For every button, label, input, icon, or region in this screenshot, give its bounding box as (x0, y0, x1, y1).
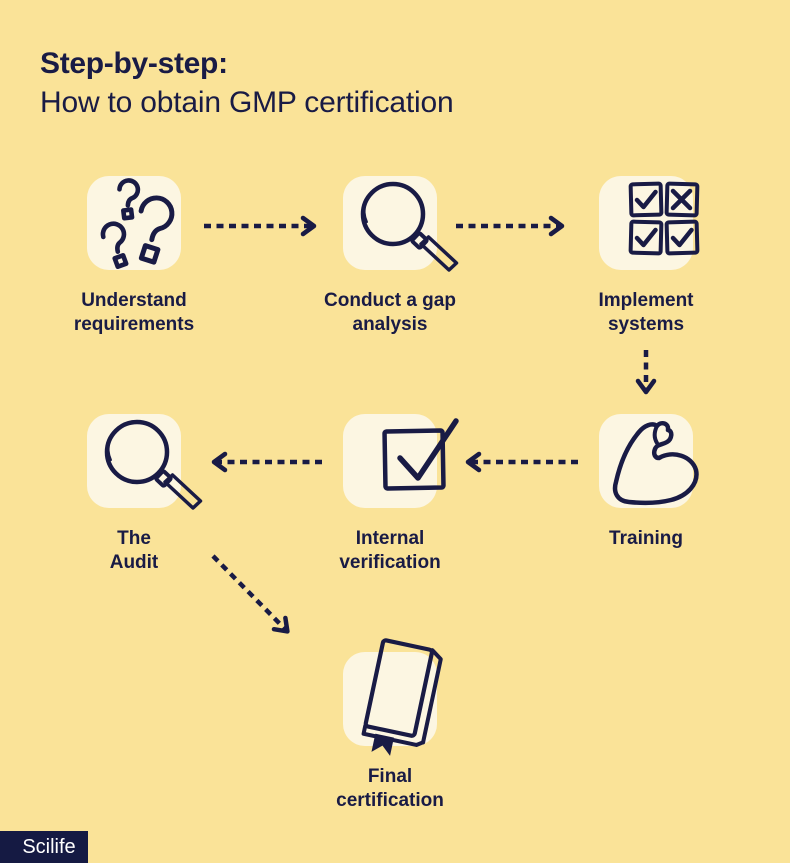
step-the-audit: The Audit (24, 414, 244, 575)
step-label: Internal verification (339, 528, 441, 573)
question-marks-icon (87, 176, 181, 270)
step-label: Conduct a gap analysis (324, 290, 456, 335)
magnifier-icon (87, 414, 203, 510)
step-internal-verification: Internal verification (280, 414, 500, 575)
step-label: Training (609, 528, 683, 549)
step-understand-requirements: Understand requirements (24, 176, 244, 337)
title-line-bold: Step-by-step: (40, 47, 228, 80)
certificate-book-icon (343, 638, 443, 756)
step-label: Implement systems (598, 290, 694, 335)
step-conduct-gap-analysis: Conduct a gap analysis (280, 176, 500, 337)
step-label: Understand requirements (73, 290, 195, 335)
checkbox-check-icon (343, 414, 459, 508)
step-label: Final certification (336, 766, 444, 811)
step-implement-systems: Implement systems (536, 176, 756, 337)
bicep-icon (599, 414, 699, 508)
scilife-logo: Scilife (0, 831, 88, 863)
checklist-grid-icon (599, 176, 700, 270)
title-line-regular: How to obtain GMP certification (40, 86, 454, 119)
step-final-certification: Final certification (280, 638, 500, 813)
step-label: The Audit (109, 528, 159, 573)
page-title: Step-by-step: How to obtain GMP certific… (40, 44, 454, 122)
magnifier-icon (343, 176, 459, 272)
step-training: Training (536, 414, 756, 551)
